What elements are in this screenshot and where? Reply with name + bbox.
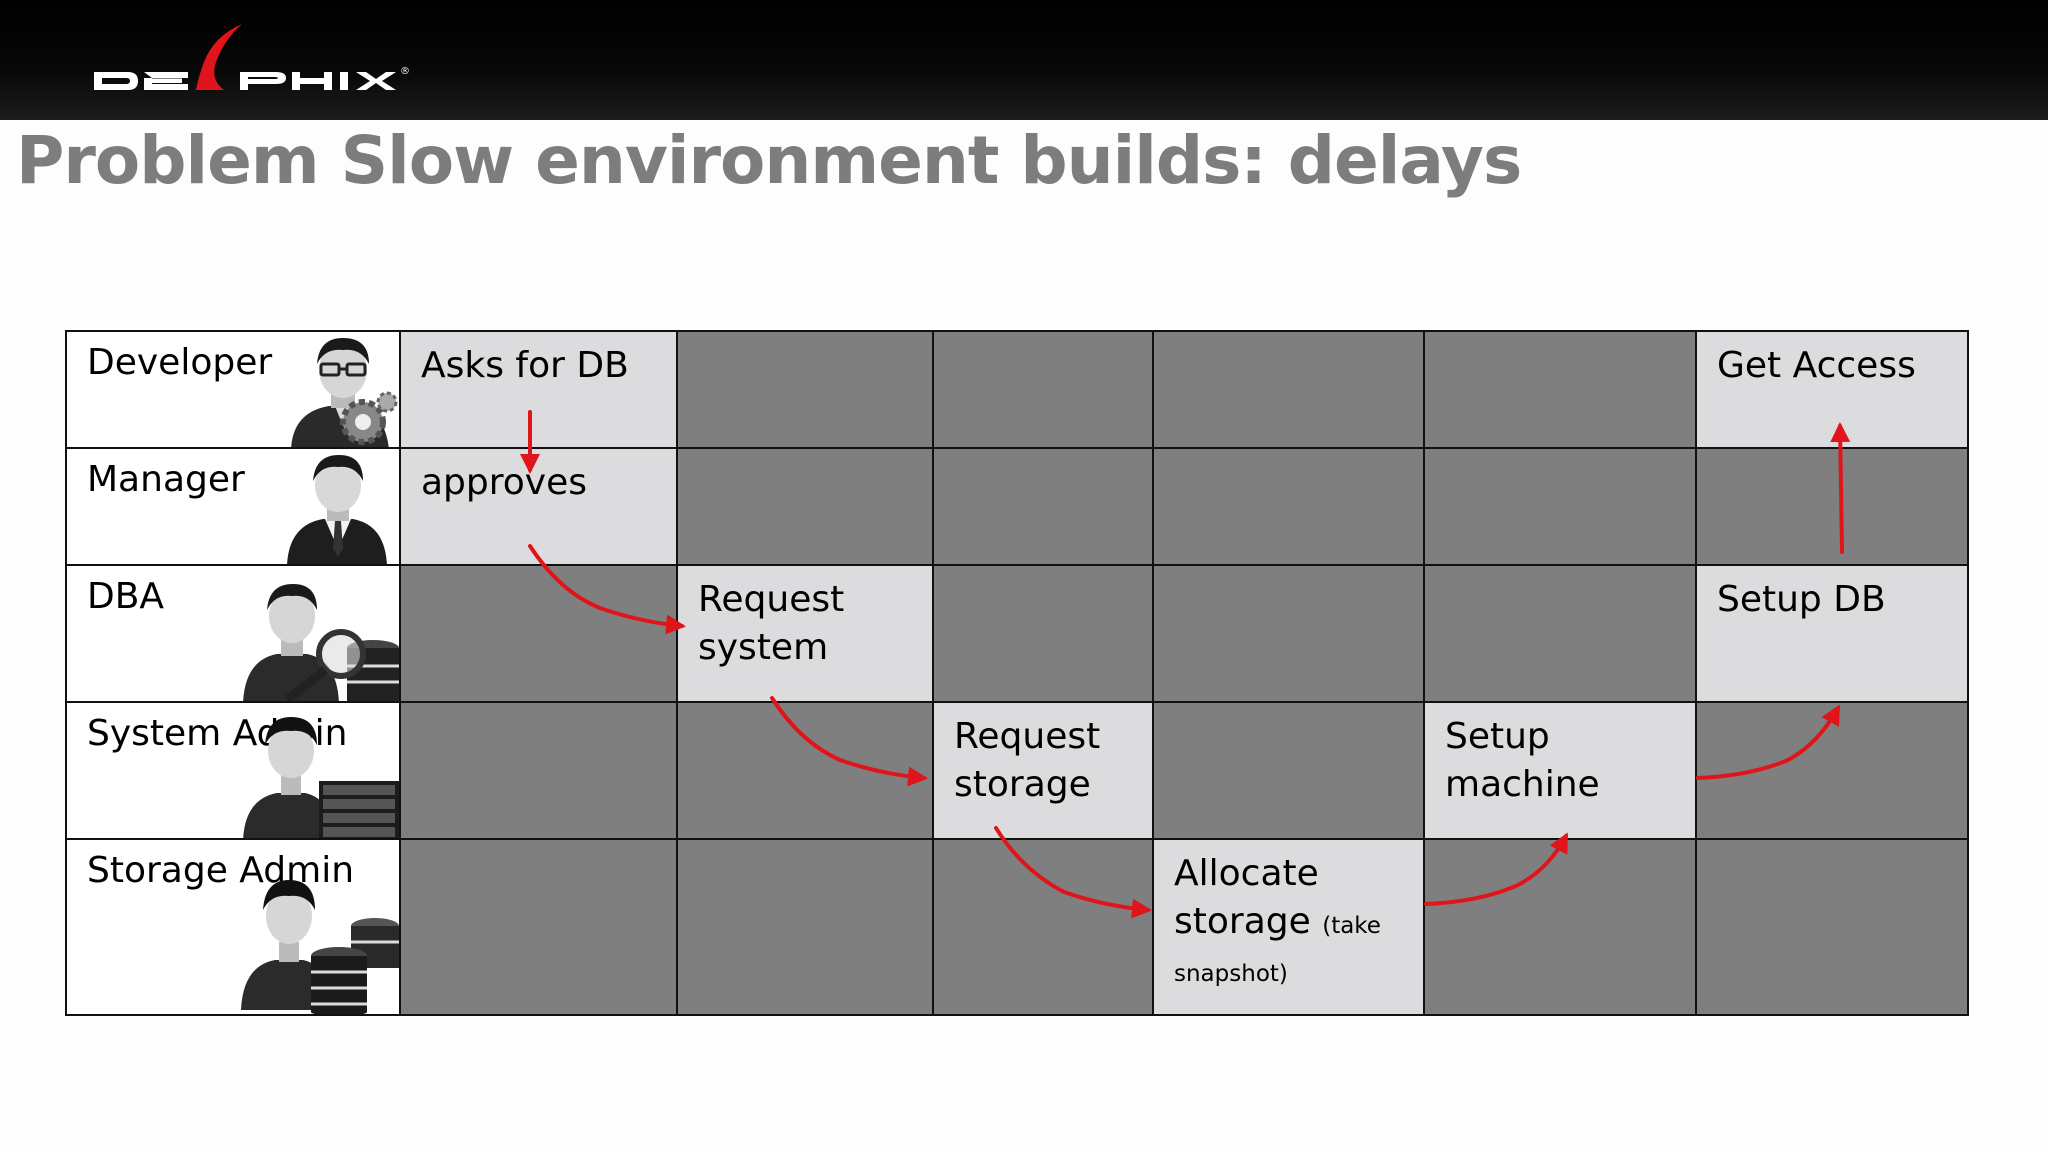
swimlane-grid: Developer Asks for DB Get Access [65, 330, 1969, 1016]
empty-cell [1152, 564, 1425, 703]
lane-dba: DBA Request system [65, 564, 1969, 703]
sysadmin-avatar-icon [243, 717, 398, 837]
empty-cell [932, 564, 1154, 703]
step-get-access: Get Access [1717, 345, 1916, 386]
role-cell-storage-admin: Storage Admin [65, 838, 401, 1016]
step-request-system: Request system [698, 576, 924, 672]
step-allocate-note2: snapshot) [1174, 961, 1288, 987]
step-asks-for-db: Asks for DB [421, 345, 629, 386]
step-cell-asks-for-db: Asks for DB [399, 330, 678, 449]
page-title: Problem Slow environment builds: delays [16, 122, 1522, 199]
empty-cell [932, 838, 1154, 1016]
role-label-developer: Developer [87, 342, 273, 383]
delphix-logo: ® [94, 24, 410, 90]
step-request-system-line1: Request [698, 579, 845, 620]
step-cell-setup-machine: Setup machine [1423, 701, 1697, 840]
empty-cell [676, 838, 934, 1016]
registered-mark: ® [400, 66, 410, 77]
lane-developer: Developer Asks for DB Get Access [65, 330, 1969, 449]
empty-cell [1695, 447, 1969, 566]
empty-cell [1152, 447, 1425, 566]
role-cell-system-admin: System Admin [65, 701, 401, 840]
step-setup-db: Setup DB [1717, 579, 1886, 620]
empty-cell [1423, 447, 1697, 566]
step-setup-machine-line2: machine [1445, 764, 1600, 805]
step-cell-request-storage: Request storage [932, 701, 1154, 840]
empty-cell [399, 838, 678, 1016]
role-label-manager: Manager [87, 459, 245, 500]
empty-cell [932, 447, 1154, 566]
step-setup-machine-line1: Setup [1445, 716, 1550, 757]
storage-admin-avatar-icon [241, 880, 398, 1013]
empty-cell [399, 564, 678, 703]
empty-cell [1423, 838, 1697, 1016]
step-cell-approves: approves [399, 447, 678, 566]
empty-cell [932, 330, 1154, 449]
lane-storage-admin: Storage Admin Allocate [65, 838, 1969, 1016]
empty-cell [1152, 701, 1425, 840]
step-request-storage-line2: storage [954, 764, 1091, 805]
empty-cell [1423, 564, 1697, 703]
step-allocate-storage: Allocate storage (take snapshot) [1174, 850, 1415, 994]
lane-manager: Manager approves [65, 447, 1969, 566]
empty-cell [1695, 838, 1969, 1016]
step-cell-setup-db: Setup DB [1695, 564, 1969, 703]
step-allocate-line2: storage [1174, 901, 1311, 942]
dba-avatar-icon [243, 584, 398, 700]
step-cell-allocate-storage: Allocate storage (take snapshot) [1152, 838, 1425, 1016]
role-label-dba: DBA [87, 576, 165, 617]
empty-cell [676, 330, 934, 449]
step-request-storage: Request storage [954, 713, 1144, 809]
step-allocate-note1: (take [1322, 913, 1381, 939]
empty-cell [1152, 330, 1425, 449]
empty-cell [399, 701, 678, 840]
step-request-storage-line1: Request [954, 716, 1101, 757]
role-label-storage-admin: Storage Admin [87, 850, 355, 891]
empty-cell [676, 701, 934, 840]
step-cell-request-system: Request system [676, 564, 934, 703]
empty-cell [1695, 701, 1969, 840]
role-cell-manager: Manager [65, 447, 401, 566]
empty-cell [676, 447, 934, 566]
step-approves: approves [421, 462, 588, 503]
role-cell-dba: DBA [65, 564, 401, 703]
step-allocate-line1: Allocate [1174, 853, 1319, 894]
step-setup-machine: Setup machine [1445, 713, 1687, 809]
header-bar: ® [0, 0, 2048, 120]
step-request-system-line2: system [698, 627, 829, 668]
manager-avatar-icon [287, 455, 387, 563]
step-cell-get-access: Get Access [1695, 330, 1969, 449]
lane-system-admin: System Admin Request storage [65, 701, 1969, 840]
role-cell-developer: Developer [65, 330, 401, 449]
developer-avatar-icon [291, 338, 398, 446]
empty-cell [1423, 330, 1697, 449]
